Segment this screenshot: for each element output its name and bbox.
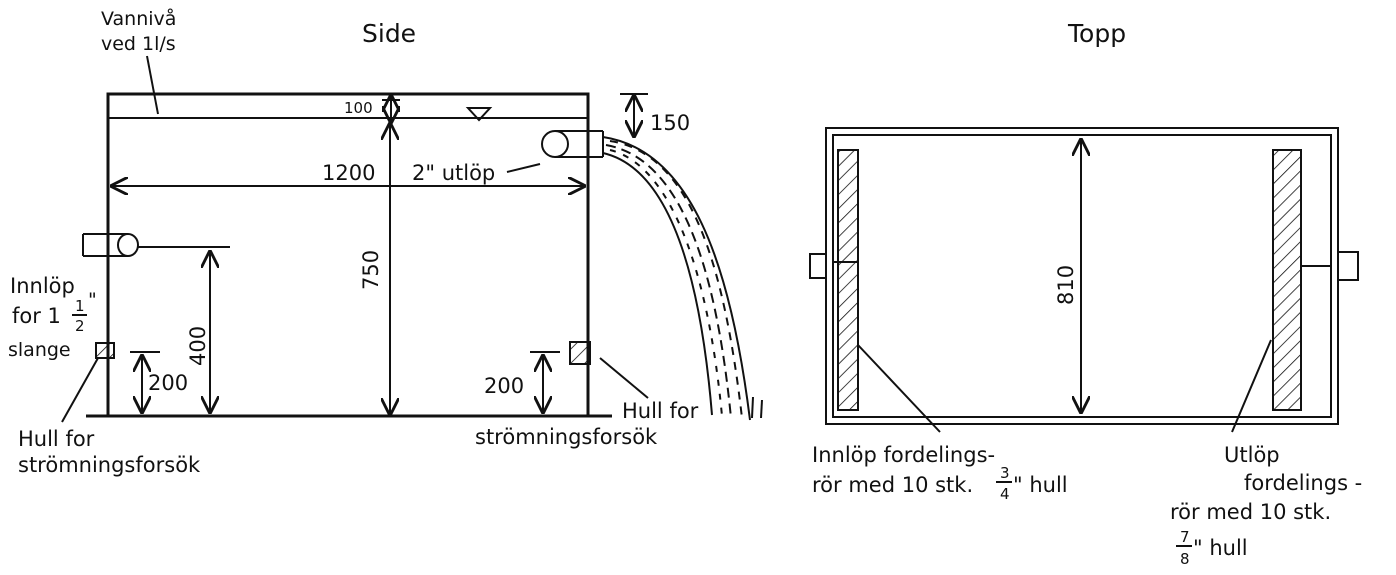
- dim-depth-label: 750: [359, 250, 383, 290]
- hole-right-label-line2: strömningsforsök: [475, 425, 658, 449]
- inlet-label-line2: for 1: [12, 304, 61, 328]
- outlet-pipe-label-line3: rör med 10 stk.: [1170, 500, 1331, 524]
- dim-length-label: 1200: [322, 161, 375, 185]
- outlet-pipe-label-line1: Utlöp: [1224, 443, 1280, 467]
- side-view: Side Vannivå ved 1l/s 100 150 750 1200: [8, 7, 763, 477]
- top-view-title: Topp: [1067, 19, 1126, 48]
- tank-top-outer: [825, 127, 1339, 425]
- hole-right-leader: [599, 357, 649, 399]
- inlet-label-line1: Innlöp: [10, 274, 75, 298]
- hole-left-label-line2: strömningsforsök: [18, 453, 201, 477]
- outlet-pipe-fraction-num: 7: [1180, 528, 1190, 546]
- water-level-triangle-icon: [465, 107, 493, 122]
- dim-width-label: 810: [1054, 265, 1078, 305]
- side-view-title: Side: [362, 19, 416, 48]
- outlet-pipe-fraction-den: 8: [1180, 550, 1190, 568]
- outlet-leader: [506, 163, 541, 173]
- water-level-leader: [146, 55, 159, 115]
- inlet-pipe-fraction-den: 4: [1000, 485, 1010, 503]
- inlet-pipe-fraction-suffix: " hull: [1013, 473, 1068, 497]
- tank-side-outline: [106, 92, 590, 418]
- inlet-pipe-label-line2: rör med 10 stk.: [812, 473, 973, 497]
- water-jet: [602, 136, 763, 421]
- dim-outlet-offset-label: 150: [650, 111, 690, 135]
- top-view: Topp 810 Innlöp fordelings- rör med 10 s…: [809, 19, 1362, 568]
- inlet-pipe: [82, 233, 139, 257]
- outlet-stub: [1338, 251, 1359, 281]
- hole-left-leader: [61, 357, 99, 423]
- inlet-pipe-label-line1: Innlöp fordelings-: [812, 443, 995, 467]
- hole-left: [95, 342, 115, 359]
- dim-freeboard-label: 100: [344, 99, 373, 117]
- hole-right-label-line1: Hull for: [622, 399, 699, 423]
- outlet-pipe: [541, 130, 604, 158]
- inlet-label-line3: slange: [8, 339, 71, 361]
- inlet-distribution-pipe: [837, 149, 859, 411]
- hole-left-label-line1: Hull for: [18, 427, 95, 451]
- inlet-pipe-leader: [857, 344, 941, 433]
- outlet-pipe-leader: [1231, 339, 1272, 433]
- outlet-distribution-pipe: [1272, 149, 1302, 411]
- inlet-stub: [809, 253, 826, 279]
- inlet-fraction-inch: ": [88, 289, 97, 311]
- water-level-label-line1: Vannivå: [101, 7, 176, 30]
- dim-hole-right-label: 200: [484, 374, 524, 398]
- dim-hole-left-label: 200: [148, 371, 188, 395]
- inlet-fraction-num: 1: [75, 297, 85, 315]
- outlet-pipe-fraction-suffix: " hull: [1193, 536, 1248, 560]
- water-level-label-line2: ved 1l/s: [101, 33, 176, 55]
- dim-inlet-height-label: 400: [186, 326, 210, 366]
- inlet-pipe-fraction-num: 3: [1000, 464, 1010, 482]
- outlet-label: 2" utlöp: [412, 161, 495, 185]
- outlet-pipe-label-line2: fordelings -: [1244, 471, 1362, 495]
- inlet-fraction-den: 2: [75, 317, 85, 335]
- hole-right: [569, 341, 591, 365]
- tank-top-inner: [832, 134, 1332, 418]
